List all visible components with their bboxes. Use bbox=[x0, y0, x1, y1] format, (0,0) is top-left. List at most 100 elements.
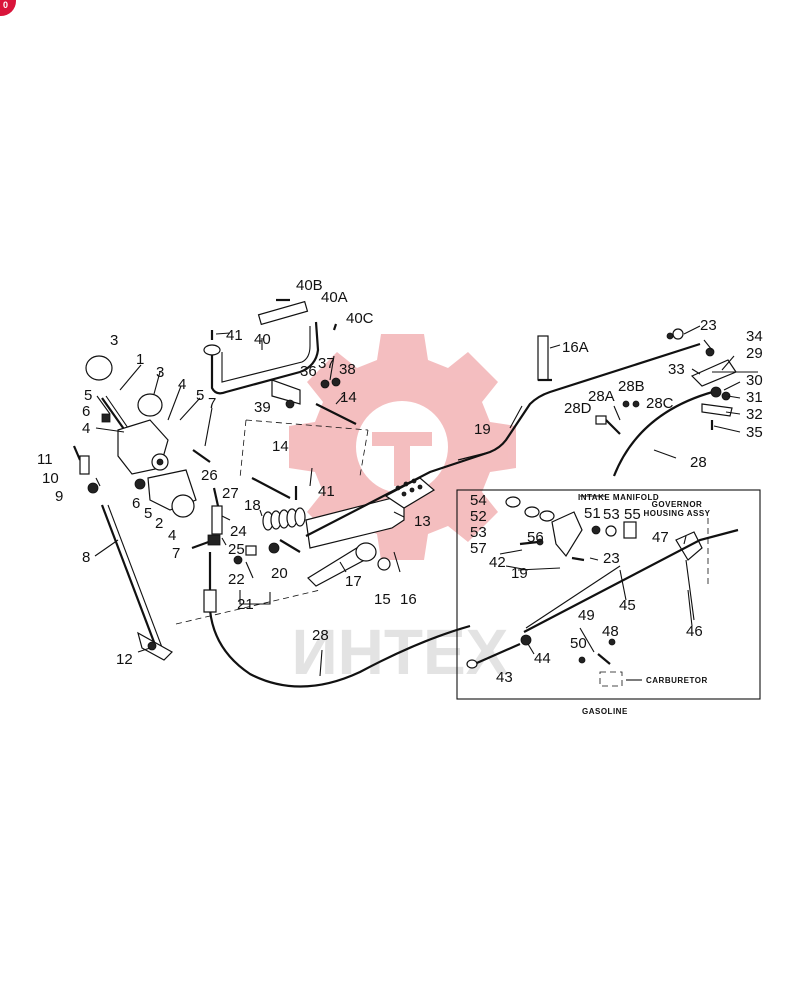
callout-43: 43 bbox=[496, 669, 513, 686]
callout-42: 42 bbox=[489, 554, 506, 571]
callout-28aa: 28A bbox=[588, 388, 615, 405]
spring-18 bbox=[262, 507, 306, 531]
callout-53b: 53 bbox=[603, 506, 620, 523]
callout-50: 50 bbox=[570, 635, 587, 652]
callout-numbers: 3 3 1 5 6 4 4 5 7 11 10 9 6 5 2 4 26 27 … bbox=[37, 277, 763, 716]
rod-19 bbox=[305, 342, 701, 537]
callout-3b: 3 bbox=[156, 364, 164, 381]
foot-throttle-group bbox=[175, 298, 471, 688]
corner-badge-text: 0 bbox=[3, 0, 9, 10]
callout-13: 13 bbox=[414, 513, 431, 530]
callout-4c: 4 bbox=[168, 527, 176, 544]
callout-5b: 5 bbox=[196, 387, 204, 404]
callout-28d: 28D bbox=[564, 400, 592, 417]
callout-12: 12 bbox=[116, 651, 133, 668]
handle-40-inner bbox=[221, 326, 311, 383]
washer-23a bbox=[666, 332, 674, 340]
watermark-t bbox=[372, 432, 432, 486]
bolt-7b-head bbox=[207, 534, 221, 546]
spacer-22 bbox=[245, 545, 257, 556]
link-24 bbox=[211, 505, 223, 535]
callout-6a: 6 bbox=[82, 403, 90, 420]
callout-35: 35 bbox=[746, 424, 763, 441]
nut-30 bbox=[710, 386, 722, 398]
pin-27 bbox=[212, 487, 220, 507]
bracket-36 bbox=[271, 379, 301, 405]
callout-4a: 4 bbox=[82, 420, 90, 437]
callout-28b: 28 bbox=[690, 454, 707, 471]
callout-4b: 4 bbox=[178, 376, 186, 393]
inset-frame bbox=[456, 489, 761, 700]
callout-40a: 40A bbox=[321, 289, 348, 306]
throttle-lever bbox=[101, 397, 127, 433]
pin-11 bbox=[72, 445, 82, 461]
callout-27: 27 bbox=[222, 485, 239, 502]
callout-29: 29 bbox=[746, 345, 763, 362]
callout-17: 17 bbox=[345, 573, 362, 590]
washer-53b bbox=[605, 525, 617, 537]
rod-16a bbox=[537, 335, 549, 381]
callout-30: 30 bbox=[746, 372, 763, 389]
lower-washer bbox=[171, 494, 195, 518]
callout-5a: 5 bbox=[84, 387, 92, 404]
callout-41a: 41 bbox=[226, 327, 243, 344]
callout-1: 1 bbox=[136, 351, 144, 368]
callout-28c: 28C bbox=[646, 395, 674, 412]
link-42 bbox=[571, 556, 585, 562]
callout-16a: 16A bbox=[562, 339, 589, 356]
callout-19b: 19 bbox=[511, 565, 528, 582]
callout-18: 18 bbox=[244, 497, 261, 514]
screw-28b bbox=[622, 400, 630, 408]
cable-28-upper bbox=[612, 388, 721, 477]
cotter-16 bbox=[393, 551, 401, 573]
callout-39: 39 bbox=[254, 399, 271, 416]
callout-8: 8 bbox=[82, 549, 90, 566]
rod-8-edge bbox=[107, 504, 164, 651]
rod-45 bbox=[523, 528, 739, 633]
callout-56: 56 bbox=[527, 529, 544, 546]
nut-37 bbox=[320, 379, 330, 389]
bracket-21 bbox=[239, 590, 271, 605]
handle-40 bbox=[210, 321, 320, 395]
carburetor-outline bbox=[599, 671, 623, 687]
callout-3a: 3 bbox=[110, 332, 118, 349]
nut-51 bbox=[591, 525, 601, 535]
callout-23a: 23 bbox=[700, 317, 717, 334]
label-carburetor: CARBURETOR bbox=[646, 676, 708, 685]
callout-21: 21 bbox=[237, 596, 254, 613]
lever-17-boss bbox=[355, 542, 377, 562]
callout-2: 2 bbox=[155, 515, 163, 532]
callout-19a: 19 bbox=[474, 421, 491, 438]
rod-8 bbox=[100, 504, 159, 651]
callout-5c: 5 bbox=[144, 505, 152, 522]
callout-37: 37 bbox=[318, 355, 335, 372]
washer-54 bbox=[505, 496, 521, 508]
callout-26: 26 bbox=[201, 467, 218, 484]
callout-48: 48 bbox=[602, 623, 619, 640]
clip-48 bbox=[608, 638, 616, 646]
nut-34 bbox=[705, 347, 715, 357]
knob-right bbox=[137, 393, 163, 417]
handle-40-end bbox=[203, 344, 221, 356]
callout-22: 22 bbox=[228, 571, 245, 588]
screw-39 bbox=[285, 399, 295, 409]
callout-11: 11 bbox=[37, 451, 53, 468]
shaft-14-upper bbox=[315, 403, 357, 425]
watermark-logo: ИНТЕХ bbox=[289, 334, 516, 688]
callout-55: 55 bbox=[624, 506, 641, 523]
clip-40c bbox=[332, 323, 338, 331]
cable-28-lower bbox=[208, 552, 471, 688]
callout-6b: 6 bbox=[132, 495, 140, 512]
callout-31: 31 bbox=[746, 389, 763, 406]
rod-45b bbox=[525, 565, 621, 629]
callout-32: 32 bbox=[746, 406, 763, 423]
callout-16: 16 bbox=[400, 591, 417, 608]
callout-45: 45 bbox=[619, 597, 636, 614]
turnbuckle-43 bbox=[469, 642, 521, 668]
nut-38 bbox=[331, 377, 341, 387]
callout-7b: 7 bbox=[172, 545, 180, 562]
callout-25: 25 bbox=[228, 541, 245, 558]
nut-23a bbox=[672, 328, 684, 340]
